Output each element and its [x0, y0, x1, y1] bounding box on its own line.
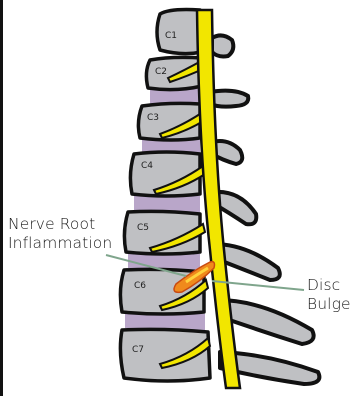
process-c1 [212, 35, 233, 56]
vertebra-label-c3: C3 [147, 113, 159, 123]
nerve-root-inflammation-label: Nerve Root Inflammation [8, 215, 138, 253]
disc-bulge-label-line2: Bulge [307, 295, 357, 314]
process-c2 [210, 91, 248, 107]
left-border [0, 0, 3, 396]
vertebra-label-c6: C6 [134, 281, 146, 291]
vertebra-label-c5: C5 [137, 223, 149, 233]
vertebra-c1 [157, 10, 202, 54]
vertebra-label-c7: C7 [132, 345, 144, 355]
vertebra-label-c2: C2 [155, 67, 167, 77]
nerve-root-label-line2: Inflammation [8, 234, 138, 253]
disc-bulge-label: Disc Bulge [307, 276, 357, 314]
disc-bulge-label-line1: Disc [307, 276, 357, 295]
vertebra-label-c1: C1 [165, 31, 177, 41]
vertebra-label-c4: C4 [141, 161, 153, 171]
nerve-root-label-line1: Nerve Root [8, 215, 138, 234]
